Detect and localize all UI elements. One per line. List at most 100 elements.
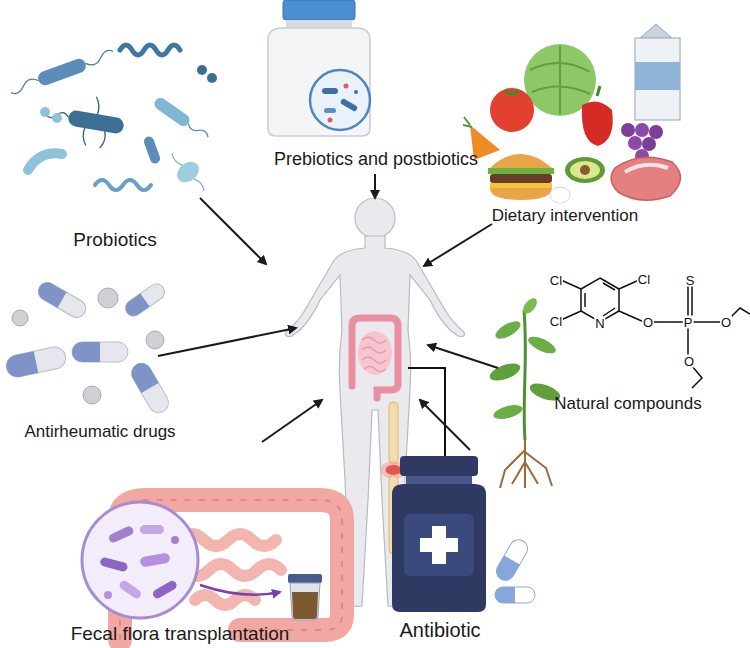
food-group-part <box>505 90 519 95</box>
pointer-arrows-part <box>158 328 296 356</box>
chemical-structure <box>561 278 750 388</box>
treatment-label: Prebiotics and postbiotics <box>274 150 478 170</box>
plant-illustration-part <box>526 333 558 357</box>
bacteria-cluster-part-part <box>173 157 203 186</box>
pointer-arrows-part <box>424 224 492 266</box>
pill-group-part <box>72 342 128 362</box>
bacteria-cluster-part <box>207 73 217 83</box>
colon-illustration <box>82 500 342 640</box>
pill-group-part-part <box>4 345 67 379</box>
intestine-organ <box>352 318 398 398</box>
colon-illustration-part <box>82 502 198 618</box>
food-group-part <box>490 174 552 183</box>
chemical-structure-part <box>561 280 750 388</box>
medicine-bottle-part <box>406 476 472 484</box>
colon-illustration-part <box>140 525 164 534</box>
bacteria-cluster-part <box>8 47 116 98</box>
treatment-label: Probiotics <box>73 230 156 251</box>
medicine-bottle-part <box>400 456 478 476</box>
treatment-label: Natural compounds <box>554 395 701 414</box>
pointer-arrows-part <box>374 174 376 198</box>
atom-symbol: O <box>683 355 695 368</box>
atom-symbol: N <box>594 317 605 330</box>
bacteria-cluster-part <box>40 88 127 151</box>
food-group-part <box>550 187 570 203</box>
supplement-bottle <box>268 0 370 136</box>
intestine-organ-part <box>362 337 386 372</box>
food-group-part <box>570 161 600 179</box>
treatment-label: Dietary intervention <box>492 207 638 226</box>
bacteria-cluster <box>8 45 217 199</box>
food-group-part <box>490 88 534 132</box>
bacteria-cluster-part <box>95 180 151 190</box>
food-group-part <box>640 24 672 38</box>
food-group <box>463 24 681 203</box>
food-group-part <box>621 123 635 137</box>
supplement-bottle-part <box>340 98 359 112</box>
food-group-part <box>582 101 613 146</box>
medicine-bottle-part-part <box>493 536 531 583</box>
medicine-bottle-part-part <box>495 587 515 603</box>
pill-group-part-part <box>35 279 89 321</box>
food-group-part <box>597 86 600 96</box>
pointer-arrows-part <box>420 400 470 450</box>
intestine-organ-part <box>352 318 398 398</box>
chemical-structure-part <box>581 278 619 322</box>
pill-group-part <box>128 360 172 417</box>
food-group-part <box>642 137 656 151</box>
colon-illustration-part <box>118 579 143 600</box>
treatment-label: Antirheumatic drugs <box>24 423 175 442</box>
food-group-part <box>649 125 663 139</box>
atom-symbol: O <box>642 316 654 329</box>
atom-symbol: Cl <box>549 274 563 287</box>
colon-illustration-part <box>290 583 320 620</box>
medicine-bottle-part-part <box>495 587 535 603</box>
knee-bone-part <box>386 465 402 475</box>
food-group-part <box>635 62 680 90</box>
bacteria-cluster-part-part <box>9 49 115 95</box>
atom-symbol: P <box>683 316 694 329</box>
pointer-arrows <box>158 174 498 450</box>
food-group-part <box>530 46 590 114</box>
pill-group-part-part <box>35 279 67 308</box>
pill-group-part <box>4 345 67 379</box>
pill-group-part <box>12 310 28 326</box>
human-figure-part <box>286 236 465 606</box>
bacteria-cluster-part-part <box>143 135 162 165</box>
supplement-bottle-part <box>324 108 336 113</box>
bacteria-cluster-part <box>52 113 62 123</box>
colon-illustration-part <box>171 536 179 544</box>
medicine-bottle-part <box>495 587 535 603</box>
pill-group-part <box>98 288 118 308</box>
supplement-bottle-part <box>328 118 333 123</box>
bacteria-cluster-part <box>120 45 180 55</box>
medicine-bottle <box>392 456 535 612</box>
pill-group-part <box>83 386 101 404</box>
food-group-part <box>565 157 605 183</box>
pill-group-part-part <box>122 293 149 319</box>
bacteria-cluster-part-part <box>187 121 210 140</box>
plant-illustration-part <box>524 310 525 440</box>
colon-illustration-part <box>139 552 170 567</box>
bacteria-cluster-part-part <box>152 96 192 129</box>
colon-illustration-part <box>288 574 322 583</box>
pill-group-part-part <box>72 342 100 362</box>
food-group-part <box>635 123 649 137</box>
bacteria-cluster-part <box>28 153 62 170</box>
food-group-part <box>463 117 472 127</box>
plant-illustration-part <box>492 402 524 421</box>
treatment-label: Antibiotic <box>399 619 480 641</box>
pill-group-part <box>35 279 89 321</box>
pill-group-part-part <box>72 342 128 362</box>
human-figure-part <box>355 198 395 238</box>
intestine-organ-part <box>358 331 392 375</box>
atom-symbol: S <box>685 274 696 287</box>
human-figure <box>286 198 465 606</box>
food-group-part <box>490 188 552 200</box>
bacteria-cluster-part <box>163 145 214 199</box>
food-group-part <box>580 165 590 175</box>
colon-illustration-part <box>292 592 318 619</box>
treatment-label: Fecal flora transplantation <box>71 624 290 645</box>
supplement-bottle-part <box>322 88 338 94</box>
colon-illustration-part <box>99 557 128 573</box>
